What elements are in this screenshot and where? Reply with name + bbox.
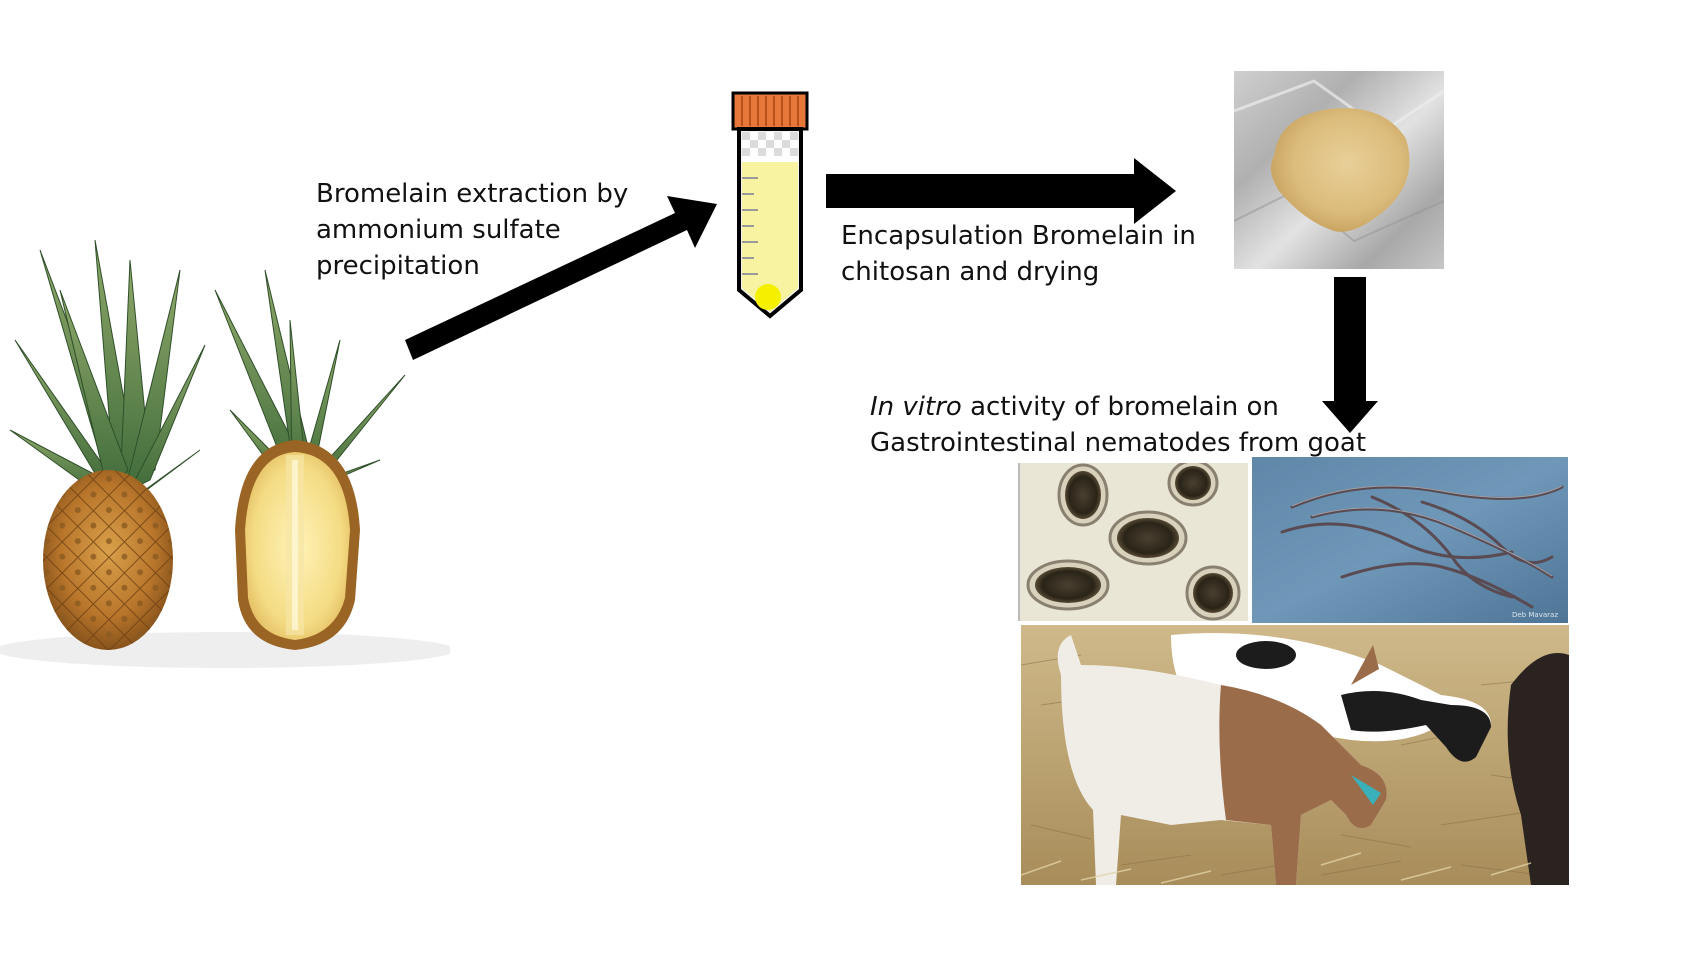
activity-label-rest: activity of bromelain on xyxy=(961,392,1279,422)
encapsulation-step-label: Encapsulation Bromelain in chitosan and … xyxy=(841,218,1196,290)
activity-label-line2: Gastrointestinal nematodes from goat xyxy=(870,428,1367,458)
centrifuge-tube-illustration xyxy=(728,90,813,322)
extraction-label-line1: Bromelain extraction by xyxy=(316,179,629,209)
activity-arrow xyxy=(1320,277,1380,435)
extraction-step-label: Bromelain extraction by ammonium sulfate… xyxy=(316,176,628,284)
nematode-eggs-micrograph xyxy=(1018,463,1248,621)
activity-step-label: In vitro activity of bromelain on Gastro… xyxy=(870,389,1366,461)
micrograph-credit: Deb Mavaraz xyxy=(1512,611,1558,619)
encapsulated-powder-photo xyxy=(1234,71,1444,269)
encapsulation-label-line2: chitosan and drying xyxy=(841,257,1100,287)
encapsulation-label-line1: Encapsulation Bromelain in xyxy=(841,221,1196,251)
activity-label-italic: In vitro xyxy=(870,392,962,422)
extraction-arrow xyxy=(395,190,725,370)
goats-photo xyxy=(1021,625,1569,885)
extraction-label-line3: precipitation xyxy=(316,251,480,281)
pineapple-photo xyxy=(0,230,450,700)
activity-label-line1: In vitro activity of bromelain on xyxy=(870,389,1366,425)
nematode-larvae-micrograph: Deb Mavaraz xyxy=(1252,457,1568,623)
extraction-label-line2: ammonium sulfate xyxy=(316,215,561,245)
encapsulation-arrow xyxy=(826,158,1178,224)
